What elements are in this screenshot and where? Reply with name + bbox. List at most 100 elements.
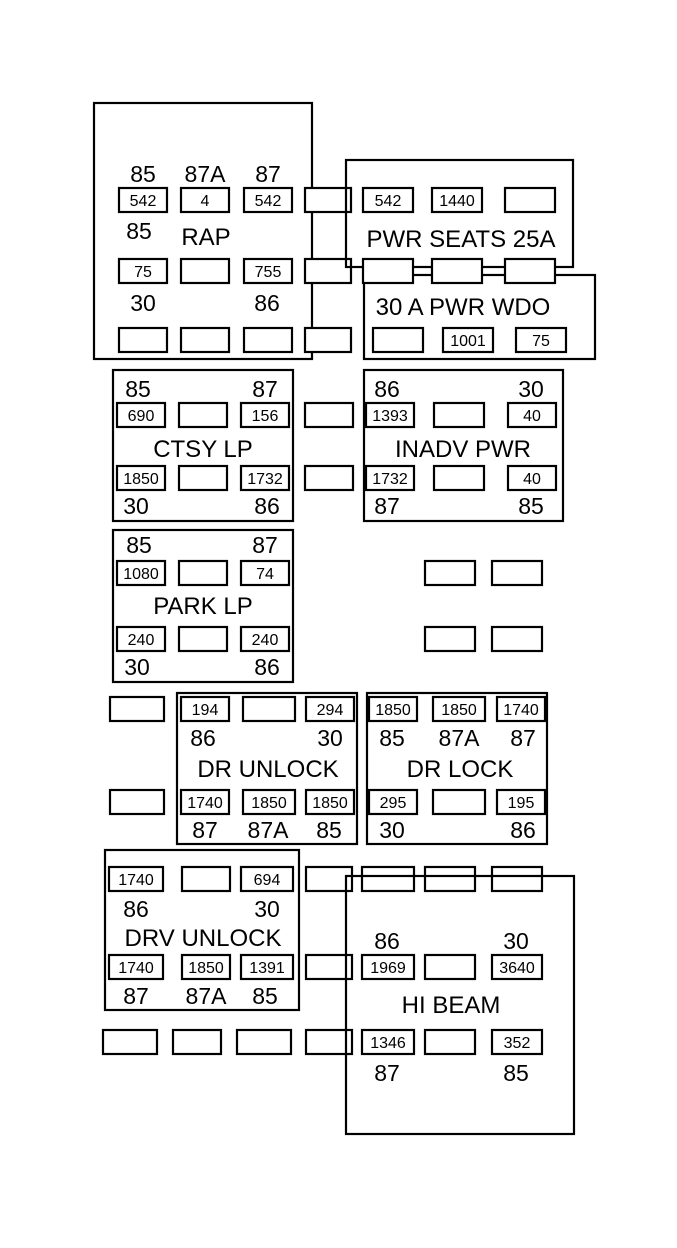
- inadv-pwr-cavity-2: [432, 401, 486, 429]
- ctsy-lp-pin-30: 30: [123, 493, 149, 519]
- spare-cavity: [108, 695, 166, 723]
- dr-lock-cavity-2: [431, 695, 487, 723]
- inadv-pwr-cavity-4: [364, 464, 416, 492]
- hi-beam-circuit-6: 352: [504, 1035, 531, 1052]
- spare-cavities-bottom: [101, 865, 544, 1056]
- pwr-seats-cavity-3: [503, 186, 557, 214]
- park-lp-cavity-2: [177, 559, 229, 587]
- pwr-seats-circuit-1: 542: [375, 193, 402, 210]
- spare-cavity: [490, 625, 544, 653]
- drv-unlock-outline: [103, 848, 301, 1012]
- rap-circuit-6: 755: [255, 264, 282, 281]
- hi-beam-cavity-1: [360, 953, 416, 981]
- relay-dr-unlock: 194 294 86 30 DR UNLOCK 1740 1850 1850 8…: [175, 691, 359, 846]
- spare-cavity: [304, 865, 354, 893]
- dr-unlock-circuit-1: 194: [192, 702, 219, 719]
- hi-beam-pin-30: 30: [503, 928, 529, 954]
- inadv-pwr-pin-86: 86: [374, 376, 400, 402]
- relay-ctsy-lp: 85 87 690 156 CTSY LP 1850 1732 30 86: [111, 368, 295, 523]
- pwr-seats-circuit-2: 1440: [439, 193, 475, 210]
- dr-unlock-circuit-5: 1850: [251, 795, 287, 812]
- ctsy-lp-cavity-1: [115, 401, 167, 429]
- inadv-pwr-circuit-3: 40: [523, 408, 541, 425]
- rap-cavity-3: [242, 186, 294, 214]
- park-lp-cavity-1: [115, 559, 167, 587]
- hi-beam-pin-86: 86: [374, 928, 400, 954]
- park-lp-cavity-3: [239, 559, 291, 587]
- ctsy-lp-cavity-6: [239, 464, 291, 492]
- hi-beam-pin-87: 87: [374, 1060, 400, 1086]
- rap-circuit-1: 542: [130, 193, 157, 210]
- pwr-wdo-cavity-a: [361, 257, 415, 285]
- rap-cavity-4: [117, 257, 169, 285]
- relay-park-lp: 85 87 1080 74 PARK LP 240 240 30 86: [111, 528, 295, 684]
- drv-unlock-cavity-2: [180, 865, 232, 893]
- hi-beam-circuit-3: 3640: [499, 960, 535, 977]
- ctsy-lp-title: CTSY LP: [153, 436, 253, 463]
- inadv-pwr-pin-30: 30: [518, 376, 544, 402]
- dr-lock-pin-87: 87: [510, 725, 536, 751]
- drv-unlock-pin-30: 30: [254, 896, 280, 922]
- spare-cavities-right: [423, 559, 544, 653]
- inadv-pwr-cavity-6: [506, 464, 558, 492]
- pwr-seats-title: PWR SEATS 25A: [367, 226, 556, 253]
- drv-unlock-cavity-4: [107, 953, 165, 981]
- park-lp-title: PARK LP: [153, 593, 253, 620]
- spare-cavity: [101, 1028, 159, 1056]
- hi-beam-circuit-4: 1346: [370, 1035, 406, 1052]
- spare-cavity: [490, 865, 544, 893]
- pwr-wdo-cavity-3: [514, 326, 568, 354]
- hi-beam-title: HI BEAM: [402, 992, 501, 1019]
- dr-lock-cavity-4: [367, 788, 419, 816]
- pwr-wdo-cavity-1: [371, 326, 425, 354]
- dr-lock-pin-86: 86: [510, 817, 536, 843]
- inadv-pwr-circuit-1: 1393: [372, 408, 408, 425]
- spare-cavity: [303, 257, 353, 285]
- ctsy-lp-circuit-4: 1850: [123, 471, 159, 488]
- dr-lock-cavity-3: [495, 695, 547, 723]
- rap-cavity-6: [242, 257, 294, 285]
- dr-lock-pin-85: 85: [379, 725, 405, 751]
- relay-rap: 85 87A 87 542 4 542 85 RAP 75 755 30 86: [92, 101, 314, 361]
- spare-cavity: [304, 1028, 354, 1056]
- rap-pin-87: 87: [255, 161, 281, 187]
- relay-dr-lock: 1850 1850 1740 85 87A 87 DR LOCK 295 195…: [365, 691, 549, 846]
- rap-title: RAP: [181, 224, 230, 251]
- rap-pin-87a: 87A: [185, 161, 227, 187]
- dr-unlock-cavity-1: [179, 695, 231, 723]
- inadv-pwr-circuit-6: 40: [523, 471, 541, 488]
- park-lp-circuit-6: 240: [252, 632, 279, 649]
- inadv-pwr-cavity-3: [506, 401, 558, 429]
- hi-beam-cavity-2: [423, 953, 477, 981]
- spare-cavity: [303, 186, 353, 214]
- drv-unlock-cavity-5: [180, 953, 232, 981]
- drv-unlock-pin-87a: 87A: [186, 983, 228, 1009]
- hi-beam-outline: [344, 874, 576, 1136]
- hi-beam-cavity-6: [490, 1028, 544, 1056]
- hi-beam-cavity-5: [423, 1028, 477, 1056]
- rap-outline: [92, 101, 314, 361]
- spare-cavities-left: [108, 695, 166, 816]
- rap-pin-86: 86: [254, 290, 280, 316]
- rap-pin-85-top: 85: [130, 161, 156, 187]
- dr-unlock-circuit-4: 1740: [187, 795, 223, 812]
- park-lp-pin-87: 87: [252, 532, 278, 558]
- dr-unlock-pin-87: 87: [192, 817, 218, 843]
- park-lp-circuit-1: 1080: [123, 566, 159, 583]
- dr-unlock-cavity-2: [241, 695, 297, 723]
- pwr-seats-cavity-2: [430, 186, 484, 214]
- spare-cavity: [108, 788, 166, 816]
- rap-cavity-8: [179, 326, 231, 354]
- inadv-pwr-pin-85: 85: [518, 493, 544, 519]
- inadv-pwr-circuit-4: 1732: [372, 471, 408, 488]
- inadv-pwr-title: INADV PWR: [395, 436, 531, 463]
- rap-circuit-2: 4: [201, 193, 210, 210]
- park-lp-cavity-5: [177, 625, 229, 653]
- hi-beam-cavity-4: [360, 1028, 416, 1056]
- rap-cavity-2: [179, 186, 231, 214]
- inadv-pwr-pin-87: 87: [374, 493, 400, 519]
- dr-unlock-title: DR UNLOCK: [197, 756, 338, 783]
- dr-unlock-pin-30: 30: [317, 725, 343, 751]
- rap-cavity-7: [117, 326, 169, 354]
